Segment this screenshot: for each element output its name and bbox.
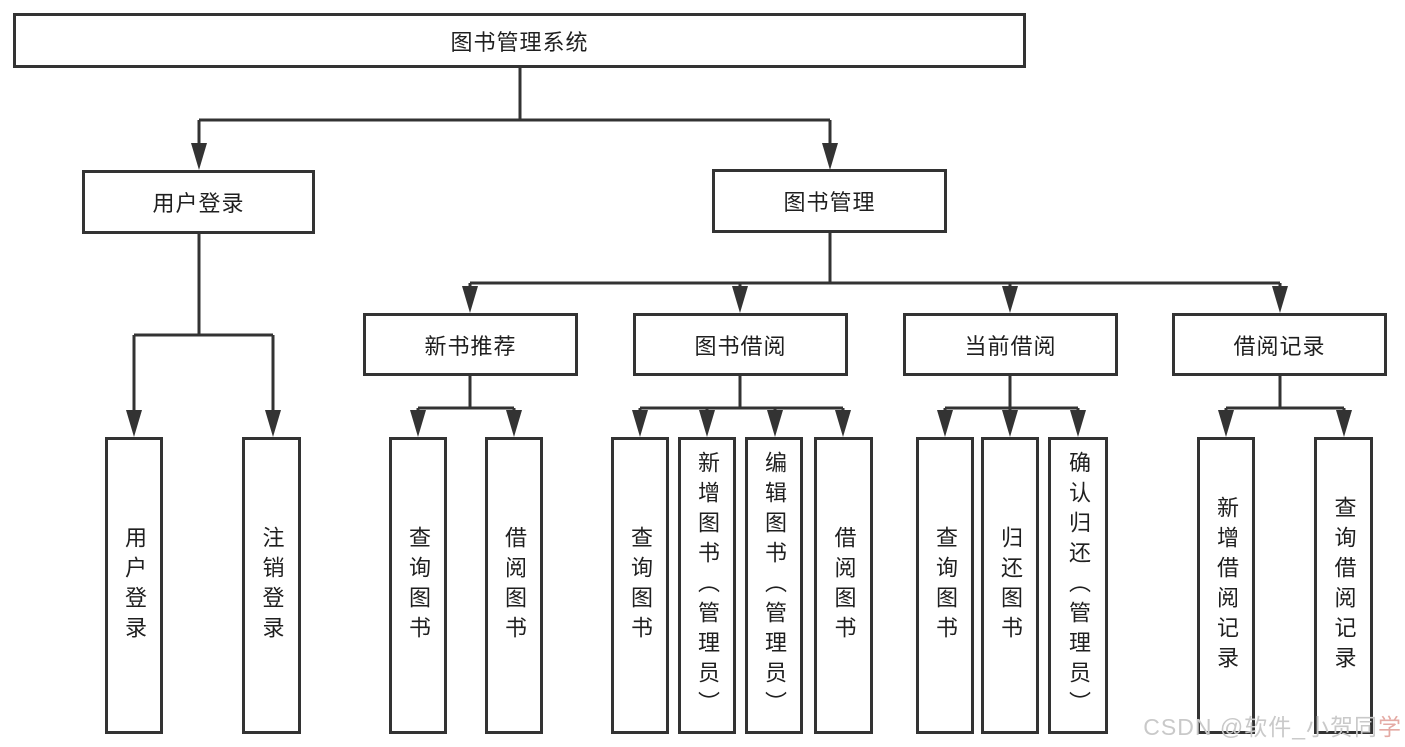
- node-label: 当前借阅: [964, 333, 1057, 359]
- connector-root-to-level2: [197, 68, 832, 144]
- arrowheads: [126, 143, 1352, 437]
- connector-userlogin-to-leaves: [132, 234, 275, 412]
- leaf-borrow-borrow-book: 借阅图书: [814, 437, 873, 734]
- leaf-newbook-query-book: 查询图书: [389, 437, 447, 734]
- leaf-borrow-edit-book-admin: 编辑图书（管理员）: [745, 437, 803, 734]
- leaf-borrow-query-book: 查询图书: [611, 437, 669, 734]
- node-label: 图书借阅: [694, 333, 787, 359]
- node-book-borrowing: 图书借阅: [633, 313, 848, 376]
- leaf-label: 查询图书: [933, 525, 958, 646]
- connector-bookmgmt-to-level3: [468, 233, 1282, 288]
- leaf-label: 确认归还（管理员）: [1066, 450, 1091, 721]
- node-new-book-recommend: 新书推荐: [363, 313, 578, 376]
- node-user-login: 用户登录: [82, 170, 315, 234]
- node-label: 图书管理: [783, 190, 876, 215]
- node-label: 用户登录: [152, 191, 245, 216]
- leaf-label: 新增图书（管理员）: [695, 450, 720, 721]
- connector-currentborrow-to-leaves: [943, 376, 1080, 412]
- node-label: 新书推荐: [424, 333, 517, 359]
- csdn-watermark: CSDN @软件_小贺同学: [1143, 708, 1402, 742]
- connector-newbook-to-leaves: [416, 376, 516, 412]
- watermark-accent: 学: [1378, 714, 1402, 740]
- node-book-management: 图书管理: [712, 169, 947, 233]
- connector-bookborrow-to-leaves: [638, 376, 845, 412]
- leaf-label: 编辑图书（管理员）: [762, 450, 787, 721]
- leaf-user-login: 用户登录: [105, 437, 163, 734]
- watermark-text: CSDN @软件_小贺同: [1143, 714, 1378, 740]
- leaf-label: 归还图书: [998, 525, 1023, 646]
- leaf-label: 查询借阅记录: [1331, 495, 1357, 676]
- node-library-system-root: 图书管理系统: [13, 13, 1026, 68]
- leaf-current-return-book: 归还图书: [981, 437, 1039, 734]
- leaf-label: 借阅图书: [502, 525, 527, 646]
- node-current-borrowing: 当前借阅: [903, 313, 1118, 376]
- leaf-record-query: 查询借阅记录: [1314, 437, 1373, 734]
- leaf-label: 新增借阅记录: [1214, 495, 1239, 676]
- leaf-record-add: 新增借阅记录: [1197, 437, 1255, 734]
- leaf-label: 借阅图书: [831, 525, 857, 646]
- leaf-label: 查询图书: [406, 525, 431, 646]
- leaf-label: 用户登录: [122, 525, 147, 646]
- node-borrowing-records: 借阅记录: [1172, 313, 1387, 376]
- leaf-label: 注销登录: [259, 525, 285, 646]
- leaf-logout: 注销登录: [242, 437, 301, 734]
- leaf-newbook-borrow-book: 借阅图书: [485, 437, 543, 734]
- node-label: 图书管理系统: [450, 29, 589, 55]
- leaf-label: 查询图书: [628, 525, 653, 646]
- leaf-borrow-add-book-admin: 新增图书（管理员）: [678, 437, 736, 734]
- node-label: 借阅记录: [1233, 333, 1326, 359]
- leaf-current-query-book: 查询图书: [916, 437, 974, 734]
- leaf-current-confirm-return-admin: 确认归还（管理员）: [1048, 437, 1108, 734]
- connector-borrowrecord-to-leaves: [1224, 376, 1346, 412]
